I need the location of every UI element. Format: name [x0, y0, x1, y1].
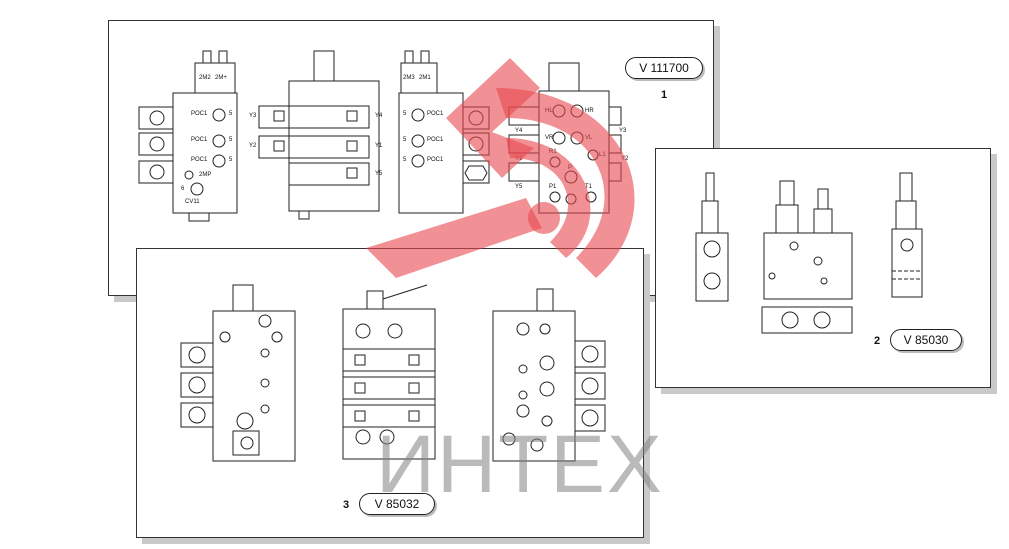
- label-y5-d: Y5: [515, 184, 523, 190]
- logo-center-dot: [528, 202, 560, 234]
- label-poc1-c2: POC1: [427, 137, 444, 143]
- label-6: 6: [181, 186, 185, 192]
- label-hr: HR: [585, 108, 594, 114]
- diagram-panel-3: 3 V 85032: [136, 248, 644, 538]
- label-5-c3: 5: [403, 157, 407, 163]
- label-vr: VR: [545, 135, 554, 141]
- label-y2-b: Y2: [249, 143, 257, 149]
- logo-bar-shape: [366, 198, 542, 278]
- label-2mp: 2MP: [199, 172, 212, 178]
- label-2mplus: 2M+: [215, 75, 227, 81]
- label-p1: P1: [549, 184, 557, 190]
- label-poc1-a2: POC1: [191, 137, 208, 143]
- label-2m3: 2M3: [403, 75, 415, 81]
- label-5-c1: 5: [403, 111, 407, 117]
- panel-3-code-badge: V 85032: [359, 493, 435, 515]
- panel-3-number: 3: [343, 499, 350, 511]
- label-poc1-c1: POC1: [427, 111, 444, 117]
- watermark-text: ИНТЕХ: [376, 419, 664, 510]
- label-poc1-a3: POC1: [191, 157, 208, 163]
- label-poc1-c3: POC1: [427, 157, 444, 163]
- label-y4-d: Y4: [515, 128, 523, 134]
- label-y3-b: Y3: [249, 113, 257, 119]
- label-poc1-a1: POC1: [191, 111, 208, 117]
- label-t1: T1: [585, 184, 593, 190]
- panel-1-code-badge: V 111700: [625, 57, 703, 79]
- logo-arc-outer: [496, 88, 635, 278]
- panel-3-drawing: [180, 284, 606, 462]
- label-2m2: 2M2: [199, 75, 211, 81]
- diagram-panel-2: 2 V 85030: [655, 148, 991, 388]
- label-5-a3: 5: [229, 157, 233, 163]
- label-5-a1: 5: [229, 111, 233, 117]
- label-y5-b: Y5: [375, 171, 383, 177]
- watermark-logo: [366, 58, 635, 278]
- panel-2-code-badge: V 85030: [890, 329, 962, 351]
- label-y4-b: Y4: [375, 113, 383, 119]
- label-5-a2: 5: [229, 137, 233, 143]
- panel-2-number: 2: [874, 335, 881, 347]
- label-2m1: 2M1: [419, 75, 431, 81]
- panel-2-drawing: [695, 172, 923, 334]
- label-y3-d: Y3: [619, 128, 627, 134]
- label-cv11: CV11: [185, 199, 200, 205]
- label-y1-b: Y1: [375, 143, 383, 149]
- logo-arc-inner: [506, 138, 591, 258]
- label-5-c2: 5: [403, 137, 407, 143]
- panel-1-number: 1: [661, 89, 668, 101]
